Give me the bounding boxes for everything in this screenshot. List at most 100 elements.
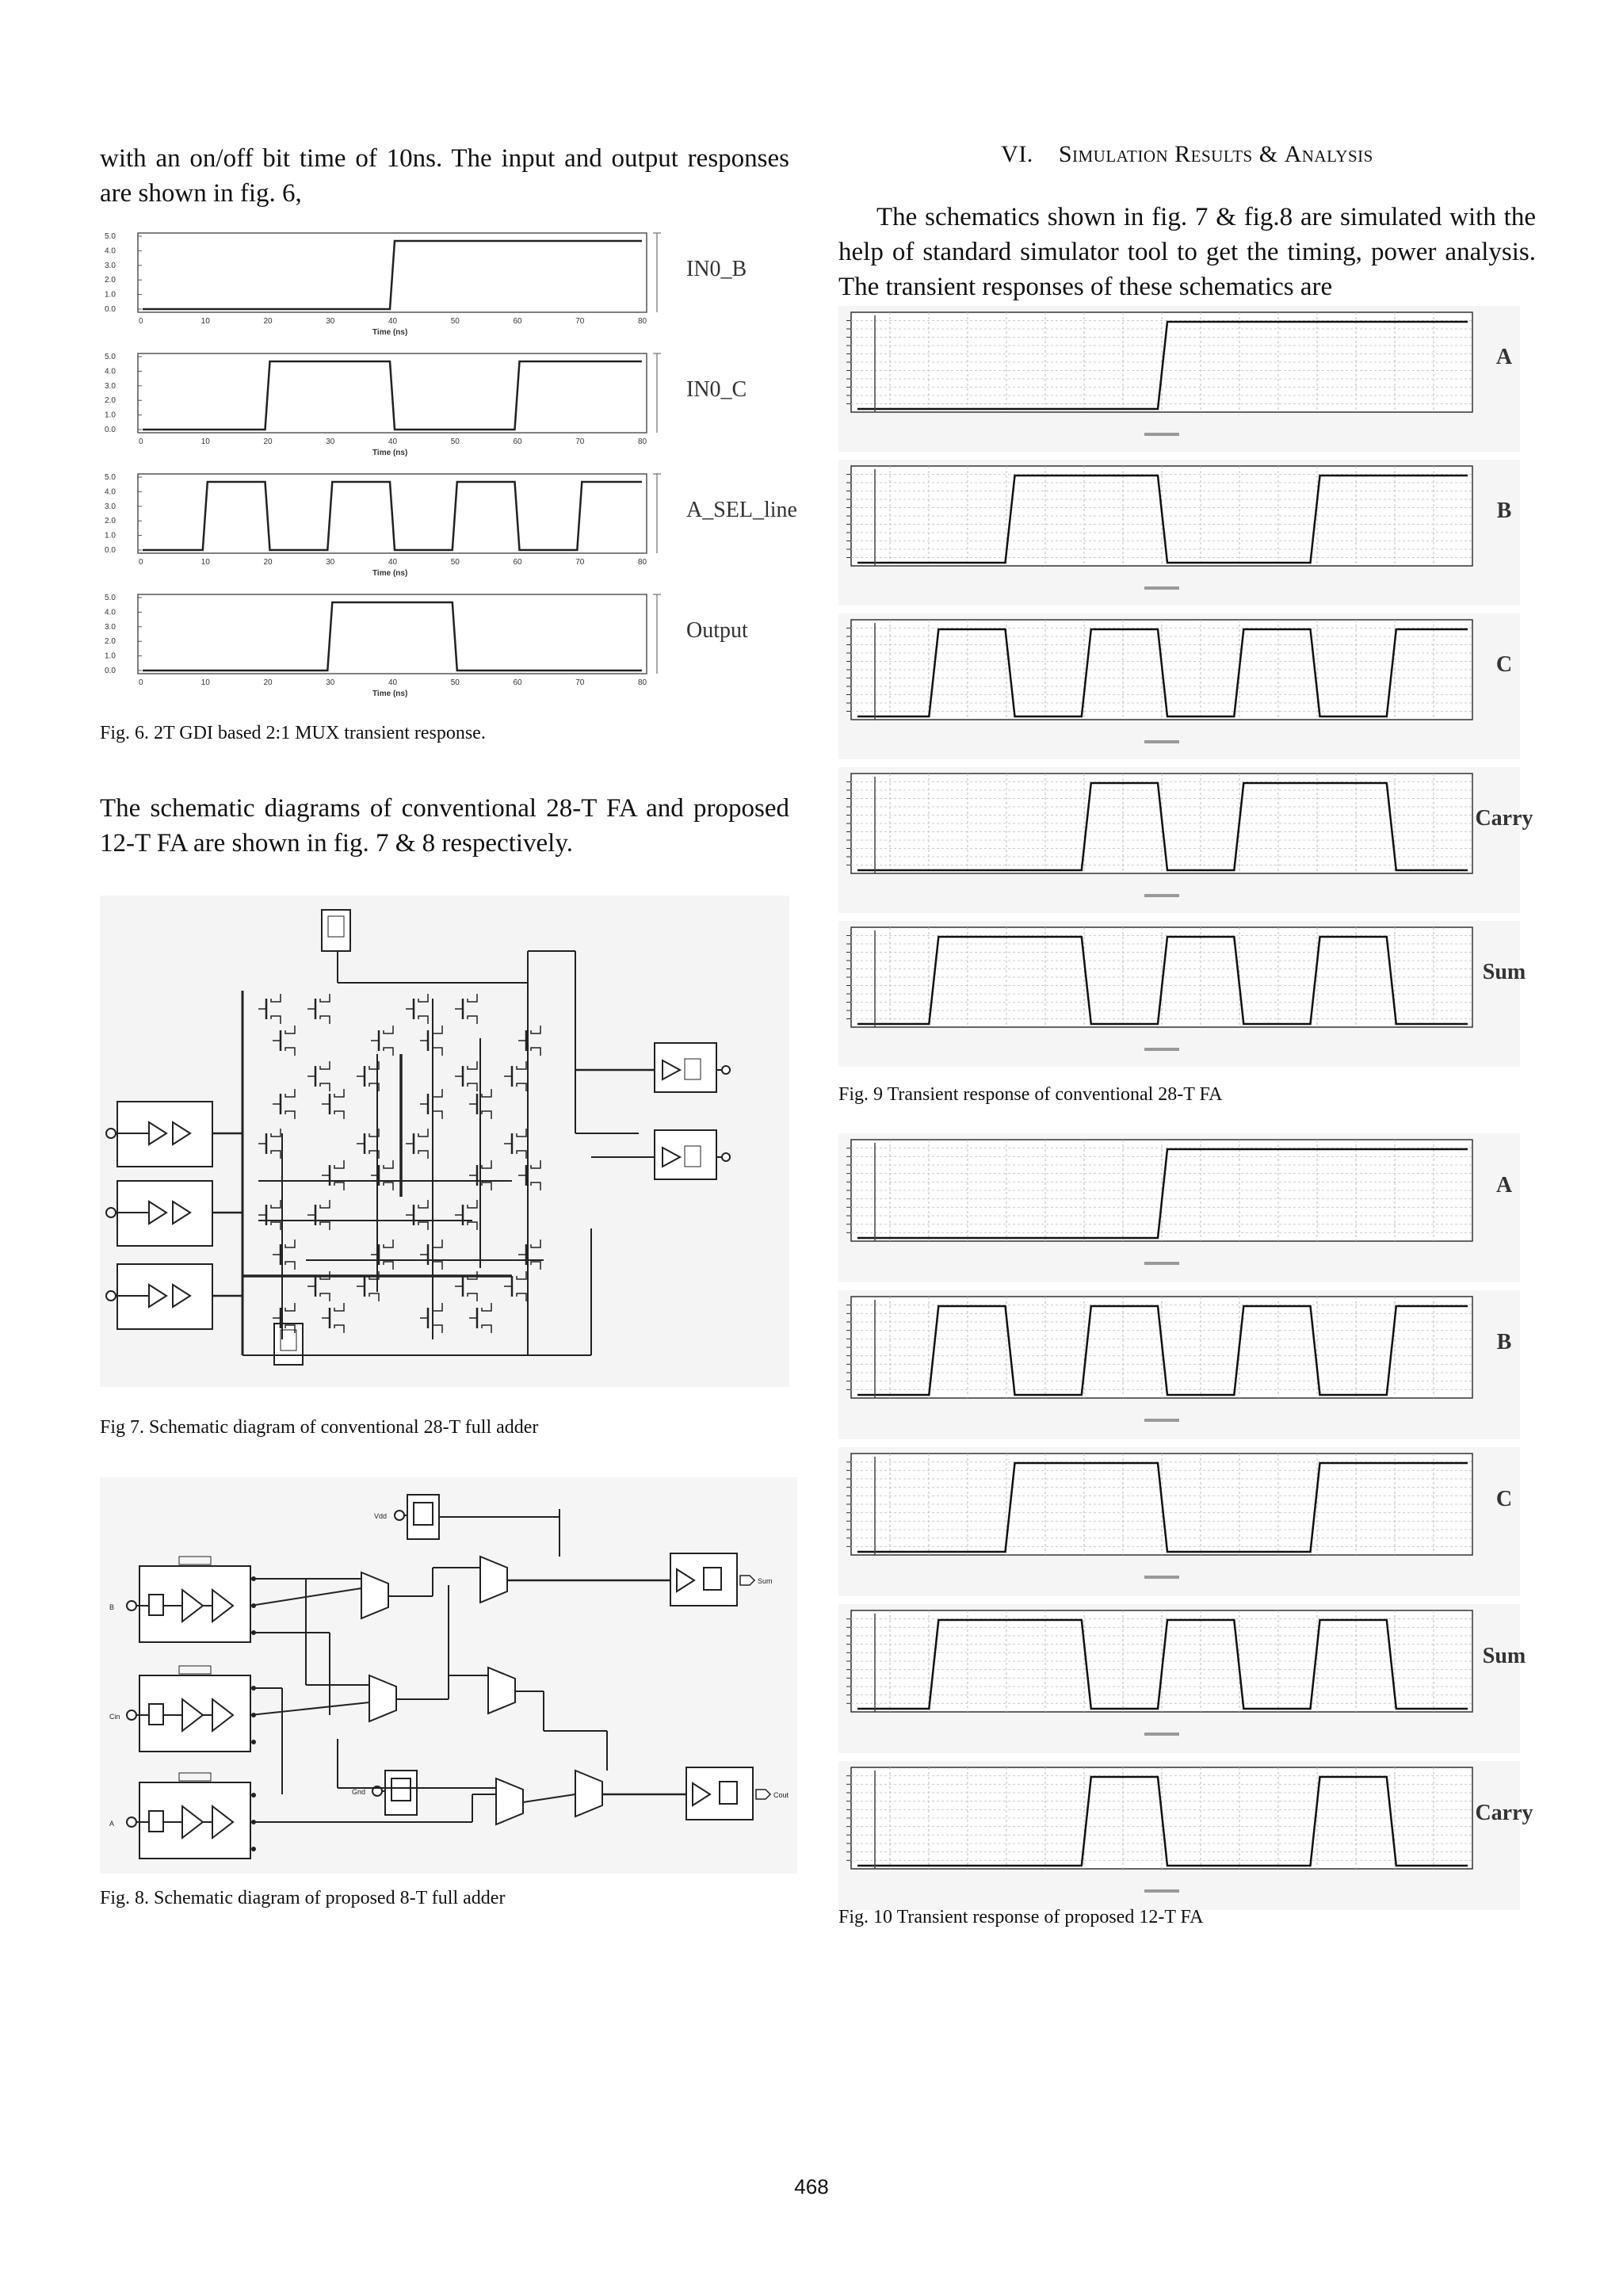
fig8-vdd-pin (394, 1510, 405, 1521)
fig8-sum-buffer-icon (703, 1567, 722, 1591)
fig8-input-buffer (139, 1782, 251, 1859)
fig7-transistor-channel (418, 1200, 429, 1209)
fig6-xtick: 80 (638, 678, 647, 687)
fig7-transistor-channel (418, 1015, 429, 1024)
fig9-trace-label: A (1496, 345, 1513, 369)
fig6-ytick: 0.0 (105, 667, 116, 675)
fig7-28t-schematic (100, 896, 789, 1387)
fig7-transistor-channel (530, 1261, 541, 1270)
fig9-axis-caption-mark (1144, 740, 1179, 743)
fig9-trace-label: C (1496, 652, 1512, 677)
fig10-waveform (857, 1148, 1468, 1240)
fig6-plot-frame (137, 353, 647, 434)
fig7-transistor-channel (481, 1160, 492, 1169)
fig6-waveform (143, 239, 642, 311)
fig6-xtick: 10 (201, 317, 211, 326)
fig6-xtick: 0 (139, 558, 143, 567)
fig8-sum-buffer-icon (676, 1568, 696, 1593)
fig7-transistor-channel (334, 1160, 345, 1169)
fig7-output-buffer (654, 1042, 717, 1093)
fig8-cout-pin (755, 1789, 772, 1800)
fig7-transistor-channel (467, 1061, 478, 1070)
figure-7 (100, 896, 789, 1387)
fig6-xtick: 50 (451, 317, 460, 326)
fig7-transistor-channel (334, 1303, 345, 1312)
fig6-xtick: 80 (638, 437, 647, 446)
fig6-xtick: 40 (388, 558, 398, 567)
fig6-xtick: 0 (139, 437, 143, 446)
fig8-cout-label: Cout (773, 1791, 789, 1799)
fig6-xtick: 30 (326, 558, 335, 567)
fig9-waveform (857, 781, 1468, 872)
fig7-transistor-channel (383, 1261, 394, 1270)
fig7-supply-box (321, 909, 351, 952)
fig8-wire (522, 1794, 576, 1803)
fig8-gnd-symbol (391, 1778, 411, 1801)
section-number: VI. (1001, 141, 1033, 167)
fig7-transistor-channel (369, 1293, 380, 1301)
fig6-xlabel: Time (ns) (372, 449, 407, 457)
fig10-trace-label: B (1497, 1330, 1512, 1354)
fig9-waveform (857, 935, 1468, 1026)
fig8-sum-label: Sum (758, 1577, 773, 1585)
fig9-panel: B (838, 460, 1520, 606)
fig10-waveform (857, 1305, 1468, 1396)
fig8-output-node (251, 1847, 256, 1851)
fig7-transistor-channel (481, 1324, 492, 1333)
fig10-axis-caption-mark (1144, 1576, 1179, 1579)
fig7-transistor-channel (369, 1083, 380, 1091)
fig8-mux-3 (369, 1674, 397, 1723)
fig7-transistor-channel (319, 1083, 330, 1091)
fig7-transistor-channel (383, 1026, 394, 1034)
fig8-cout-buffer-icon (719, 1781, 738, 1805)
fig8-input-label: A (109, 1820, 114, 1828)
fig8-caption: Fig. 8. Schematic diagram of proposed 8-… (100, 1888, 506, 1908)
section-heading: VI. Simulation Results & Analysis (838, 141, 1536, 168)
fig8-sum-pin (739, 1575, 756, 1586)
fig7-transistor-channel (319, 1015, 330, 1024)
fig10-axis-caption-mark (1144, 1889, 1179, 1893)
section-title-a: Simulation Results (1058, 141, 1253, 167)
fig6-ytick: 5.0 (105, 594, 116, 602)
fig7-transistor-channel (481, 1110, 492, 1119)
fig6-ytick: 5.0 (105, 232, 116, 241)
fig7-transistor-channel (418, 994, 429, 1003)
page-number: 468 (794, 2175, 829, 2199)
fig8-input-label: B (109, 1603, 114, 1611)
fig10-trace-label: Carry (1475, 1801, 1533, 1825)
fig10-trace-label: C (1496, 1487, 1512, 1511)
fig7-output-pin (721, 1152, 731, 1162)
fig6-ytick: 1.0 (105, 652, 116, 661)
fig7-transistor-channel (270, 1015, 281, 1024)
fig6-ytick: 3.0 (105, 262, 116, 270)
fig7-input-pin (105, 1128, 116, 1139)
fig9-caption: Fig. 9 Transient response of conventiona… (838, 1084, 1223, 1105)
fig8-mux-4 (487, 1666, 516, 1715)
fig9-trace-label: Carry (1475, 806, 1533, 831)
fig6-xtick: 60 (514, 678, 523, 687)
fig9-axis-caption-mark (1144, 1048, 1179, 1051)
fig9-waveform (857, 628, 1468, 718)
fig9-axis-caption-mark (1144, 894, 1179, 897)
fig8-gnd-label: Gnd (352, 1788, 365, 1796)
fig6-xtick: 60 (514, 558, 523, 567)
fig6-xtick: 70 (575, 678, 585, 687)
fig8-input-buffer (139, 1565, 251, 1643)
fig6-ytick: 3.0 (105, 623, 116, 632)
fig6-xtick: 40 (388, 678, 398, 687)
fig9-panel: C (838, 613, 1520, 759)
fig7-transistor-channel (530, 1240, 541, 1248)
fig9-waveform (857, 474, 1468, 564)
fig6-xtick: 0 (139, 678, 143, 687)
fig8-vdd-label: Vdd (374, 1512, 387, 1520)
fig7-transistor-channel (319, 994, 330, 1003)
fig7-transistor-channel (418, 1150, 429, 1159)
fig10-panel: C (838, 1447, 1520, 1596)
fig6-xtick: 10 (201, 678, 211, 687)
fig7-transistor-channel (319, 1293, 330, 1301)
